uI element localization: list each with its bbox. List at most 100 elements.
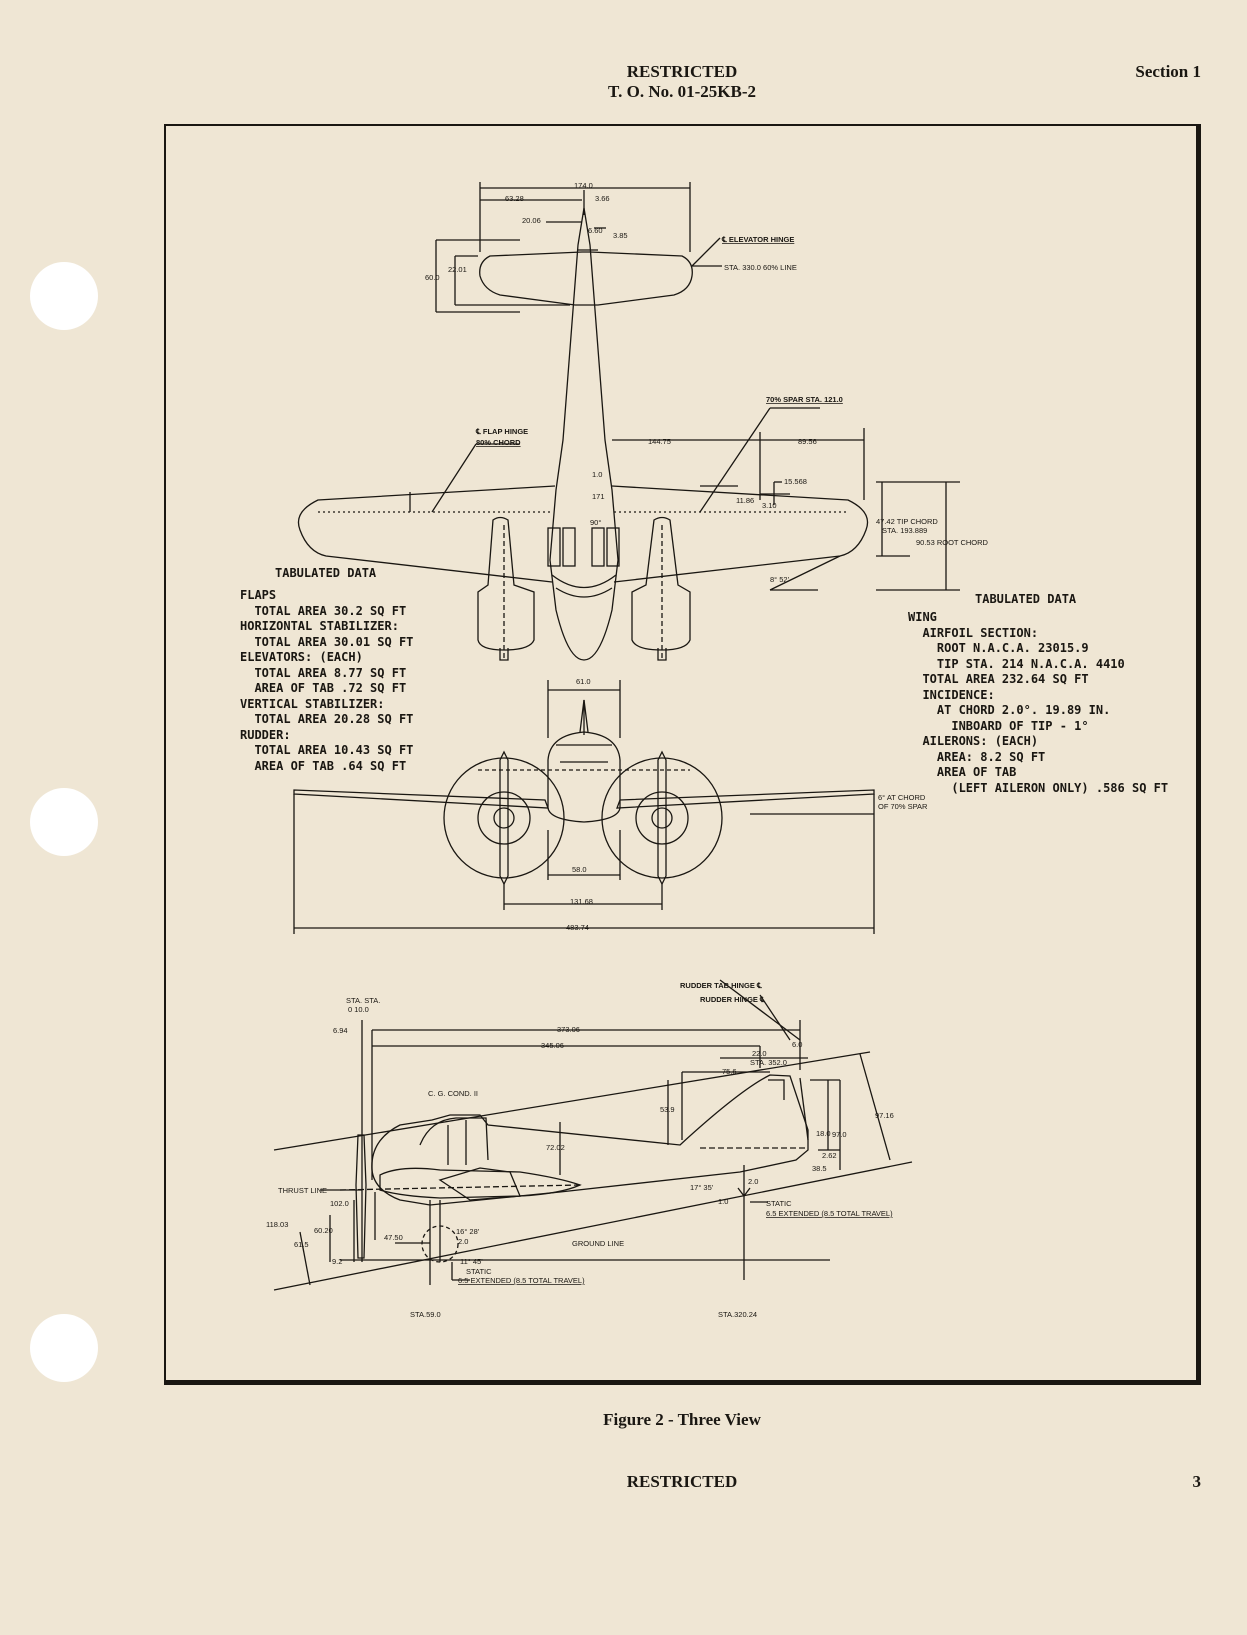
dim-6-94: 6.94 [333, 1026, 348, 1035]
dim-72-02: 72.02 [546, 1143, 565, 1152]
angle-17-35: 17° 35' [690, 1183, 714, 1192]
dim-61-0: 61.0 [576, 677, 591, 686]
tabulated-right-line: INCIDENCE: [908, 687, 995, 702]
label-sta-320: STA.320.24 [718, 1310, 757, 1319]
label-tip-chord: 47.42 TIP CHORD [876, 517, 938, 526]
dim-span: 483.74 [566, 923, 589, 932]
label-sta-330: STA. 330.0 60% LINE [724, 263, 797, 272]
label-dihedral-1: 6° AT CHORD [878, 793, 926, 802]
label-sta-59: STA.59.0 [410, 1310, 441, 1319]
dim-15-568: 15.568 [784, 477, 807, 486]
label-rudder-hinge: RUDDER HINGE ℄ [700, 995, 766, 1004]
label-dihedral-2: OF 70% SPAR [878, 802, 928, 811]
label-spar: 70% SPAR STA. 121.0 [766, 395, 843, 404]
dim-97-0: 97.0 [832, 1130, 847, 1139]
tabulated-right-line: AT CHORD 2.0°. 19.89 IN. [908, 703, 1111, 717]
tabulated-left-line: TOTAL AREA 10.43 SQ FT [240, 743, 414, 757]
tabulated-left-line: TOTAL AREA 8.77 SQ FT [240, 665, 407, 680]
tabulated-right-title: TABULATED DATA [975, 592, 1077, 606]
dim-20-06: 20.06 [522, 216, 541, 225]
dim-22-0: 22.0 [752, 1049, 767, 1058]
tabulated-right-line: (LEFT AILERON ONLY) .586 SQ FT [908, 780, 1169, 795]
tabulated-left-line: FLAPS [240, 588, 277, 602]
punch-hole-middle [30, 788, 98, 856]
dim-144-75: 144.75 [648, 437, 671, 446]
figure-caption: Figure 2 - Three View [603, 1410, 761, 1429]
label-sta-193: STA. 193.889 [882, 526, 927, 535]
tabulated-right-line: TOTAL AREA 232.64 SQ FT [908, 672, 1089, 686]
front-view [293, 680, 875, 934]
header-classification: RESTRICTED [626, 62, 738, 81]
top-view [297, 182, 960, 661]
dim-2-0b: 2.0 [458, 1237, 468, 1246]
dim-3-85: 3.85 [613, 231, 628, 240]
tabulated-left-line: AREA OF TAB .64 SQ FT [240, 758, 407, 773]
footer-classification: RESTRICTED [626, 1472, 738, 1491]
header-section: Section 1 [1135, 62, 1201, 81]
tabulated-left-line: TOTAL AREA 30.2 SQ FT [240, 603, 407, 618]
punch-hole-top [30, 262, 98, 330]
dim-89-56: 89.56 [798, 437, 817, 446]
label-extended-a: 6.5 EXTENDED (8.5 TOTAL TRAVEL) [766, 1209, 893, 1218]
dim-102-0: 102.0 [330, 1199, 349, 1208]
tabulated-right-line: WING [908, 610, 937, 624]
label-ground-line: GROUND LINE [572, 1239, 624, 1248]
tabulated-left-line: VERTICAL STABILIZER: [240, 696, 385, 711]
tabulated-right-line: AREA: 8.2 SQ FT [908, 749, 1046, 764]
label-sta-values: 0 10.0 [348, 1005, 369, 1014]
dim-171: 171 [592, 492, 605, 501]
angle-16-28: 16° 28' [456, 1227, 480, 1236]
dim-75-6: 75.6 [722, 1067, 737, 1076]
tabulated-right-line: TIP STA. 214 N.A.C.A. 4410 [908, 656, 1125, 671]
label-sta-352: STA. 352.0 [750, 1058, 787, 1067]
angle-11-45: 11° 45' [460, 1257, 483, 1266]
dim-2-0a: 2.0 [748, 1177, 758, 1186]
page-number: 3 [1192, 1472, 1202, 1491]
tabulated-right-line: AILERONS: (EACH) [908, 734, 1039, 748]
punch-hole-bottom [30, 1314, 98, 1382]
angle-90: 90° [590, 518, 601, 527]
tabulated-right-line: AIRFOIL SECTION: [908, 625, 1039, 640]
dim-18-0: 18.0 [816, 1129, 831, 1138]
label-thrust-line: THRUST LINE [278, 1186, 327, 1195]
dim-61-5: 61.5 [294, 1240, 309, 1249]
figure-frame [164, 124, 1201, 1385]
label-rudder-tab-hinge: RUDDER TAB HINGE ℄ [680, 981, 763, 990]
dim-63-28: 63.28 [505, 194, 524, 203]
tabulated-left-line: RUDDER: [240, 727, 291, 742]
dim-53-9: 53.9 [660, 1105, 675, 1114]
dim-1-0: 1.0 [592, 470, 602, 479]
label-flap-chord: 80% CHORD [476, 438, 521, 447]
dim-60-20: 60.20 [314, 1226, 333, 1235]
tabulated-right: WING AIRFOIL SECTION: ROOT N.A.C.A. 2301… [908, 610, 1168, 796]
label-extended-b: 6.5 EXTENDED (8.5 TOTAL TRAVEL) [458, 1276, 585, 1285]
tabulated-left-line: TOTAL AREA 30.01 SQ FT [240, 634, 414, 649]
tabulated-left-line: AREA OF TAB .72 SQ FT [240, 681, 407, 695]
label-cg: C. G. COND. II [428, 1089, 478, 1098]
side-view [273, 979, 913, 1291]
label-flap-hinge: ℄ FLAP HINGE [475, 427, 528, 436]
tabulated-left-line: TOTAL AREA 20.28 SQ FT [240, 712, 414, 726]
dim-22-01: 22.01 [448, 265, 467, 274]
tabulated-right-line: INBOARD OF TIP - 1° [908, 718, 1089, 733]
header-order-number: T. O. No. 01-25KB-2 [608, 82, 756, 101]
dim-3-10: 3.10 [762, 501, 777, 510]
label-static-a: STATIC [766, 1199, 792, 1208]
label-root-chord: 90.53 ROOT CHORD [916, 538, 989, 547]
dim-tail-span: 174.0 [574, 181, 593, 190]
dim-58-0: 58.0 [572, 865, 587, 874]
label-sta-sta: STA. STA. [346, 996, 380, 1005]
angle-8-52: 8° 52' [770, 575, 790, 584]
dim-97-16: 97.16 [875, 1111, 894, 1120]
tabulated-left-line: ELEVATORS: (EACH) [240, 650, 363, 664]
dim-373-06: 373.06 [557, 1025, 580, 1034]
dim-131-68: 131.68 [570, 897, 593, 906]
dim-11-86: 11.86 [736, 496, 754, 505]
dim-2-62: 2.62 [822, 1151, 837, 1160]
label-elevator-hinge: ℄ ELEVATOR HINGE [721, 235, 794, 244]
tabulated-left-line: HORIZONTAL STABILIZER: [240, 619, 399, 633]
dim-118-03: 118.03 [266, 1220, 288, 1229]
